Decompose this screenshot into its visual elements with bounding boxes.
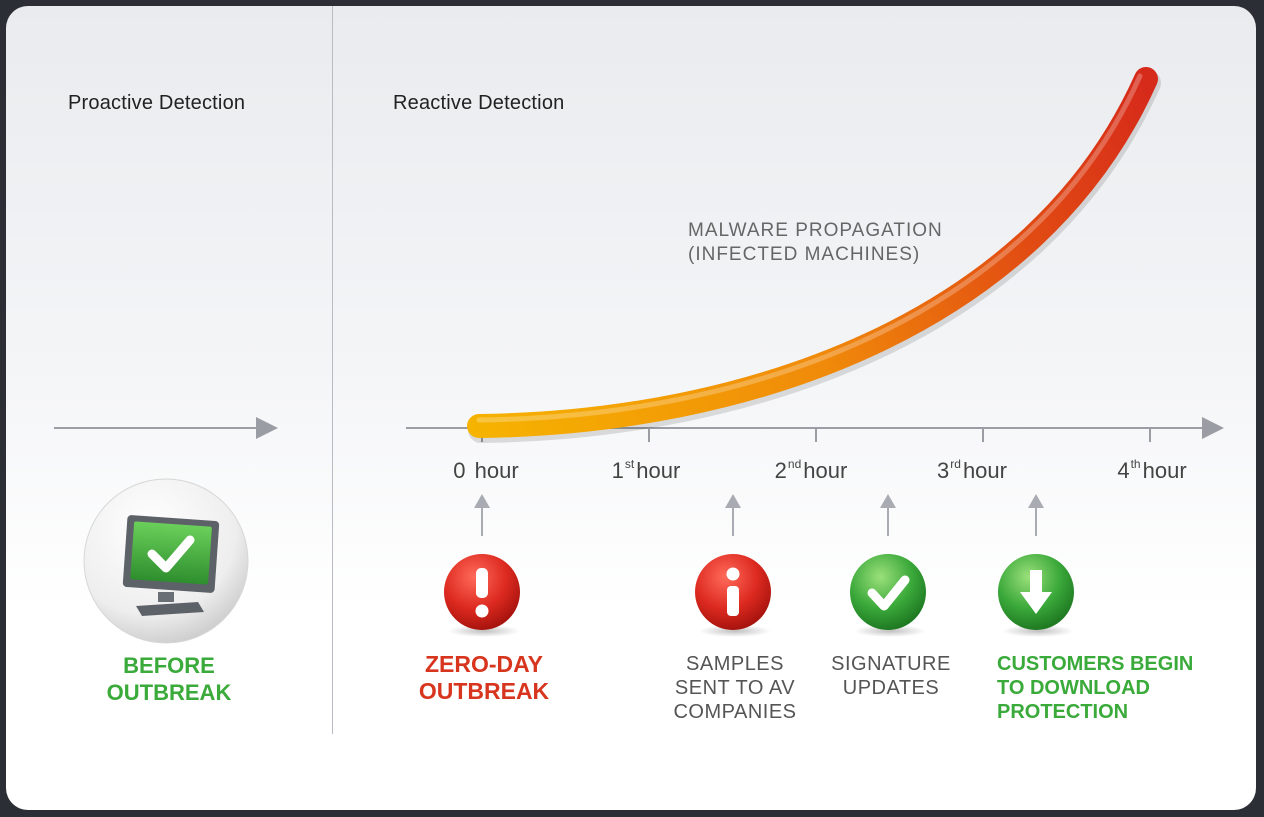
samples-sent-label: SAMPLES SENT TO AV COMPANIES: [673, 653, 797, 723]
download-arrow-icon: [998, 554, 1074, 637]
proactive-detection-title: Proactive Detection: [68, 92, 246, 114]
malware-propagation-curve: [467, 67, 1161, 443]
info-icon: [695, 554, 771, 637]
check-icon: [850, 554, 926, 637]
before-outbreak-label: BEFORE OUTBREAK: [106, 653, 232, 705]
proactive-timeline-arrow: [54, 417, 278, 439]
event-pointer-arrows: [474, 494, 1044, 536]
diagram-card: Proactive Detection Reactive Detection M…: [6, 6, 1256, 810]
customers-download-label: CUSTOMERS BEGIN TO DOWNLOAD PROTECTION: [997, 653, 1194, 723]
hour-label-3: 3rdhour: [937, 457, 1007, 483]
section-divider: [332, 6, 333, 734]
curve-label-line2: (INFECTED MACHINES): [688, 244, 921, 265]
exclamation-icon: [444, 554, 520, 637]
diagram-graphics: [54, 67, 1224, 644]
hour-label-1: 1sthour: [611, 457, 681, 483]
hour-label-0: 0 hour: [453, 458, 519, 483]
hour-label-4: 4thhour: [1117, 457, 1187, 483]
curve-label: MALWARE PROPAGATION (INFECTED MACHINES): [688, 219, 943, 267]
signature-updates-label: SIGNATURE UPDATES: [831, 653, 951, 699]
zero-day-outbreak-label: ZERO-DAY OUTBREAK: [418, 651, 550, 704]
curve-label-line1: MALWARE PROPAGATION: [688, 220, 943, 241]
hour-label-2: 2ndhour: [774, 457, 848, 483]
computer-check-icon: [83, 478, 249, 644]
reactive-detection-title: Reactive Detection: [393, 92, 565, 114]
